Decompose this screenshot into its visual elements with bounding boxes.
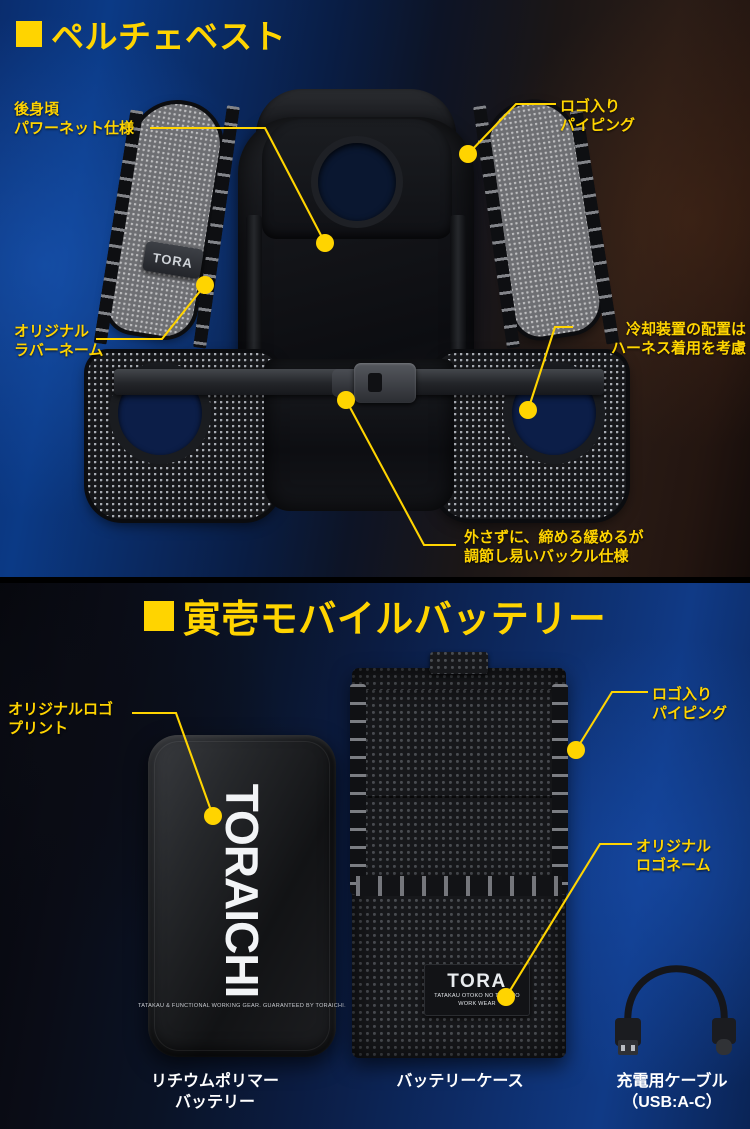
caption-charging-cable: 充電用ケーブル （USB:A-C） bbox=[616, 1073, 728, 1111]
peltier-vest-section: TORA ペルチェベスト 後身頃 パワーネット仕様 ロゴ入り パイピング オリジ… bbox=[0, 0, 750, 577]
case-flap bbox=[358, 690, 560, 880]
tora-patch-subtext: TATAKAU OTOKO NO TAMENO WORK WEAR bbox=[434, 992, 520, 1007]
case-logo-piping-right bbox=[552, 684, 568, 894]
square-bullet-icon bbox=[143, 600, 174, 631]
case-belt-loop bbox=[430, 652, 488, 674]
callout-logo-name: オリジナル ロゴネーム bbox=[636, 838, 712, 875]
vest-lower-body bbox=[84, 353, 630, 523]
callout-cooling-placement: 冷却装置の配置は ハーネス着用を考慮 bbox=[610, 321, 746, 358]
usb-c-connector bbox=[712, 1018, 736, 1055]
charging-cable-image bbox=[615, 965, 736, 1055]
callout-case-logo-piping: ロゴ入り パイピング bbox=[652, 686, 728, 723]
buckle-slot bbox=[368, 373, 382, 392]
battery-section-heading: 寅壱モバイルバッテリー bbox=[0, 588, 750, 643]
battery-case-image: TORA TATAKAU OTOKO NO TAMENO WORK WEAR bbox=[350, 652, 568, 1058]
case-logo-piping-left bbox=[350, 684, 366, 894]
vest-section-heading: ペルチェベスト bbox=[16, 10, 286, 58]
square-bullet-icon bbox=[16, 21, 42, 47]
lithium-polymer-battery-image: TORAICHI TATAKAU & FUNCTIONAL WORKING GE… bbox=[138, 735, 346, 1057]
vest-section-heading-text: ペルチェベスト bbox=[51, 18, 287, 55]
case-rubber-name-patch: TORA TATAKAU OTOKO NO TAMENO WORK WEAR bbox=[424, 964, 530, 1016]
vest-side-release-buckle bbox=[332, 359, 428, 407]
buckle-body bbox=[354, 363, 416, 403]
battery-section-heading-text: 寅壱モバイルバッテリー bbox=[182, 599, 607, 641]
battery-logo: TORAICHI TATAKAU & FUNCTIONAL WORKING GE… bbox=[138, 784, 346, 1009]
callout-buckle-spec: 外さずに、締める緩めるが 調節し易いバックル仕様 bbox=[464, 529, 644, 566]
callout-logo-piping: ロゴ入り パイピング bbox=[560, 98, 636, 135]
case-flap-seam bbox=[362, 796, 556, 798]
caption-battery-case: バッテリーケース bbox=[396, 1073, 524, 1090]
case-logo-webbing bbox=[356, 876, 562, 896]
tora-logo-text: TORA bbox=[151, 249, 195, 271]
toraichi-logo-subtext: TATAKAU & FUNCTIONAL WORKING GEAR. GUARA… bbox=[138, 1002, 346, 1009]
caption-lithium-polymer-battery: リチウムポリマー バッテリー bbox=[150, 1073, 279, 1111]
section-divider bbox=[0, 577, 750, 583]
callout-logo-print: オリジナルロゴ プリント bbox=[8, 701, 114, 738]
cable-wire bbox=[624, 965, 728, 1030]
tora-logo-text: TORA bbox=[447, 970, 507, 992]
usb-a-connector bbox=[615, 1018, 641, 1055]
vest-center-opening bbox=[318, 143, 396, 221]
toraichi-logo-text: TORAICHI bbox=[216, 783, 269, 998]
callout-power-net: 後身頃 パワーネット仕様 bbox=[14, 101, 135, 138]
peltier-vest-image: TORA bbox=[60, 89, 650, 535]
callout-rubber-name: オリジナル ラバーネーム bbox=[14, 323, 104, 360]
